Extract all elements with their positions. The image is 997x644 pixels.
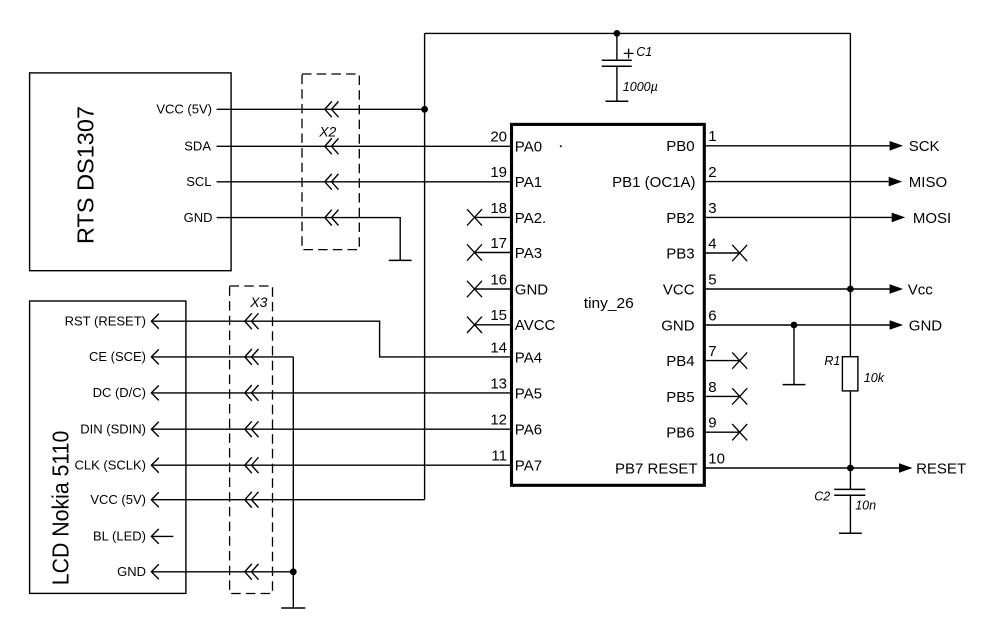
svg-text:14: 14 bbox=[490, 339, 507, 356]
svg-text:6: 6 bbox=[708, 307, 716, 324]
svg-text:X3: X3 bbox=[249, 294, 267, 310]
svg-text:GND: GND bbox=[661, 317, 695, 334]
svg-text:PA3: PA3 bbox=[515, 245, 542, 262]
svg-text:PB3: PB3 bbox=[666, 245, 694, 262]
svg-text:19: 19 bbox=[490, 164, 507, 181]
svg-text:3: 3 bbox=[708, 200, 716, 217]
svg-text:VCC: VCC bbox=[663, 281, 695, 298]
svg-text:10n: 10n bbox=[855, 499, 876, 513]
svg-text:AVCC: AVCC bbox=[515, 317, 556, 334]
svg-text:11: 11 bbox=[491, 448, 507, 465]
svg-text:8: 8 bbox=[708, 379, 716, 396]
svg-text:RST (RESET): RST (RESET) bbox=[65, 313, 146, 328]
svg-text:RTS DS1307: RTS DS1307 bbox=[73, 106, 99, 244]
svg-text:13: 13 bbox=[490, 375, 507, 392]
svg-text:SCK: SCK bbox=[909, 138, 940, 155]
svg-text:GND: GND bbox=[909, 317, 943, 334]
svg-text:PB0: PB0 bbox=[666, 138, 694, 155]
svg-text:15: 15 bbox=[490, 307, 507, 324]
svg-text:VCC (5V): VCC (5V) bbox=[90, 492, 146, 507]
svg-text:VCC (5V): VCC (5V) bbox=[156, 102, 212, 117]
svg-text:20: 20 bbox=[490, 129, 507, 146]
svg-text:R1: R1 bbox=[824, 354, 840, 368]
svg-text:PA4: PA4 bbox=[515, 349, 542, 366]
svg-text:PB2: PB2 bbox=[666, 210, 694, 227]
svg-text:GND: GND bbox=[515, 281, 549, 298]
svg-text:CLK (SCLK): CLK (SCLK) bbox=[74, 457, 146, 472]
svg-text:SCL: SCL bbox=[186, 174, 211, 189]
svg-text:PA7: PA7 bbox=[515, 458, 542, 475]
svg-text:16: 16 bbox=[490, 271, 507, 288]
svg-text:C1: C1 bbox=[636, 45, 652, 59]
svg-text:DIN (SDIN): DIN (SDIN) bbox=[80, 421, 146, 436]
svg-text:CE (SCE): CE (SCE) bbox=[89, 349, 146, 364]
svg-text:1000µ: 1000µ bbox=[623, 80, 658, 94]
svg-text:MOSI: MOSI bbox=[913, 210, 951, 227]
svg-text:LCD Nokia 5110: LCD Nokia 5110 bbox=[48, 431, 74, 586]
svg-text:18: 18 bbox=[490, 200, 507, 217]
svg-text:4: 4 bbox=[708, 235, 716, 252]
svg-text:PB6: PB6 bbox=[666, 425, 694, 442]
svg-text:1: 1 bbox=[708, 128, 716, 145]
svg-text:PB7 RESET: PB7 RESET bbox=[615, 460, 698, 477]
svg-text:10k: 10k bbox=[864, 371, 885, 385]
svg-text:9: 9 bbox=[708, 415, 716, 432]
svg-text:PB1 (OC1A): PB1 (OC1A) bbox=[612, 174, 695, 191]
svg-text:PA6: PA6 bbox=[515, 422, 542, 439]
svg-text:7: 7 bbox=[708, 343, 716, 360]
svg-text:5: 5 bbox=[708, 271, 716, 288]
svg-text:PB5: PB5 bbox=[666, 389, 694, 406]
svg-text:X2: X2 bbox=[318, 124, 336, 140]
svg-text:tiny_26: tiny_26 bbox=[584, 295, 634, 312]
svg-text:RESET: RESET bbox=[916, 460, 966, 477]
svg-text:PB4: PB4 bbox=[666, 353, 694, 370]
svg-text:PA1: PA1 bbox=[515, 174, 542, 191]
svg-text:MISO: MISO bbox=[909, 174, 947, 191]
svg-text:PA2.: PA2. bbox=[515, 210, 546, 227]
svg-text:GND: GND bbox=[184, 210, 213, 225]
svg-text:BL (LED): BL (LED) bbox=[93, 529, 146, 544]
svg-text:DC (D/C): DC (D/C) bbox=[93, 385, 146, 400]
svg-text:2: 2 bbox=[708, 164, 716, 181]
svg-text:10: 10 bbox=[708, 450, 725, 467]
svg-text:17: 17 bbox=[490, 235, 507, 252]
svg-text:SDA: SDA bbox=[184, 139, 211, 154]
svg-text:PA0: PA0 bbox=[515, 139, 542, 156]
svg-text:C2: C2 bbox=[814, 489, 830, 503]
svg-text:PA5: PA5 bbox=[515, 385, 542, 402]
svg-text:12: 12 bbox=[490, 412, 507, 429]
svg-text:GND: GND bbox=[117, 564, 146, 579]
svg-text:Vcc: Vcc bbox=[908, 281, 934, 298]
